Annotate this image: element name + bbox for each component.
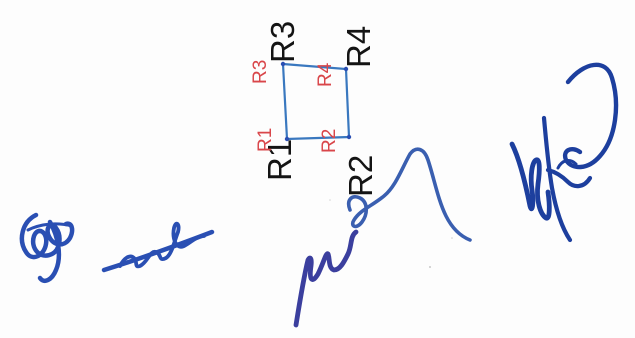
corner-r3-marker (280, 61, 286, 67)
inner-label-r1: R1 (255, 128, 276, 152)
outer-label-r3: R3 (264, 21, 301, 63)
room-diagram: R1 R2 R3 R4 R1 R2 R3 R4 (250, 21, 379, 197)
signature-1 (19, 212, 75, 283)
corner-r1-marker (284, 136, 290, 142)
signature-3 (293, 147, 472, 328)
scan-specks (329, 199, 453, 268)
outer-label-r4: R4 (340, 26, 377, 68)
inner-label-r4: R4 (315, 62, 336, 87)
inner-label-r2: R2 (319, 129, 340, 153)
outer-label-r1: R1 (261, 139, 298, 181)
corner-r2-marker (346, 134, 352, 140)
outer-label-r2: R2 (342, 155, 379, 197)
signature-4 (509, 62, 619, 243)
corner-r4-marker (343, 66, 349, 72)
inner-label-r3: R3 (250, 60, 271, 84)
signature-2 (101, 221, 215, 273)
